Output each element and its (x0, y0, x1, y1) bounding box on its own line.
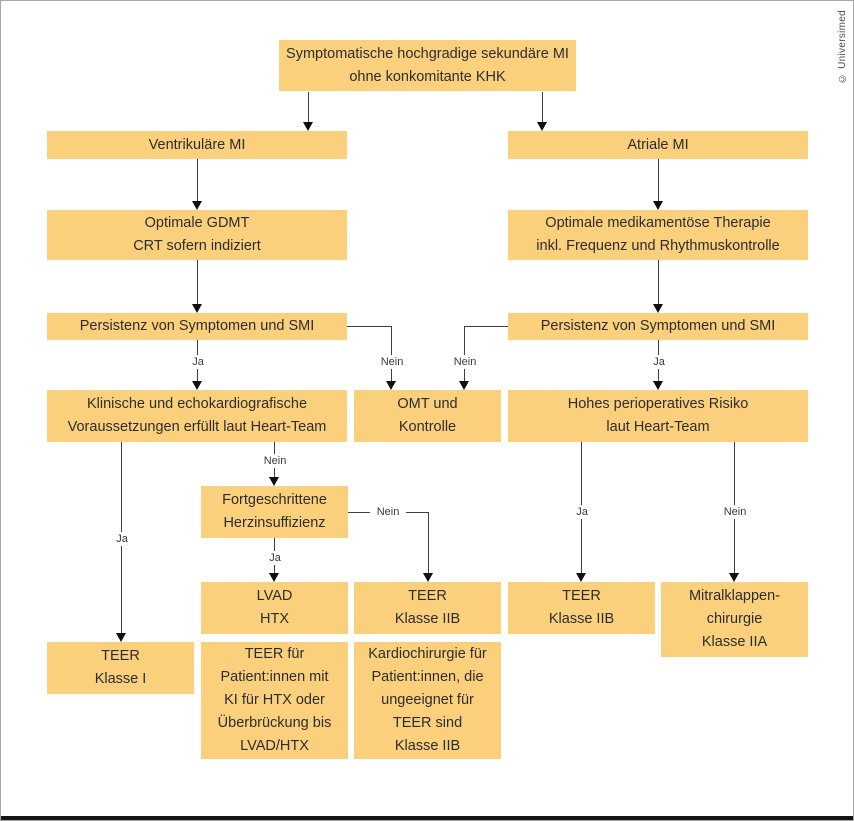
node-ventricular-mi-line1: Ventrikuläre MI (148, 136, 246, 153)
edge-label-ja: Ja (109, 532, 135, 546)
connector-medtherapy-persistence (658, 260, 659, 305)
node-medical-therapy-line2: inkl. Frequenz und Rhythmuskontrolle (536, 238, 780, 254)
arrowhead-down-icon (423, 573, 433, 582)
node-teer-for-patients-line3: KI für HTX oder (224, 692, 325, 708)
arrowhead-down-icon (192, 201, 202, 210)
node-teer-for-patients-line4: Überbrückung bis (217, 715, 332, 731)
node-lvad-htx-line1: LVAD (256, 588, 293, 604)
arrowhead-down-icon (269, 477, 279, 486)
node-teer-for-patients: TEER für Patient:innen mit KI für HTX od… (201, 642, 348, 759)
edge-label-nein: Nein (258, 454, 292, 468)
node-persistence-right: Persistenz von Symptomen und SMI (508, 313, 808, 340)
arrowhead-down-icon (386, 381, 396, 390)
arrowhead-down-icon (537, 122, 547, 131)
arrowhead-down-icon (576, 573, 586, 582)
node-teer-i-line2: Klasse I (94, 671, 147, 687)
node-teer-iib-mid-line2: Klasse IIB (394, 611, 461, 627)
node-ventricular-mi: Ventrikuläre MI (47, 131, 347, 159)
connector-persistence-right-nein-h (464, 326, 508, 327)
arrowhead-down-icon (653, 304, 663, 313)
node-clinical-criteria-line1: Klinische und echokardiografische (86, 396, 308, 412)
node-gdmt: Optimale GDMT CRT sofern indiziert (47, 210, 347, 260)
node-atrial-mi-line1: Atriale MI (627, 136, 689, 153)
node-advanced-hf: Fortgeschrittene Herzinsuffizienz (201, 486, 348, 538)
node-medical-therapy: Optimale medikamentöse Therapie inkl. Fr… (508, 210, 808, 260)
node-omt-control: OMT und Kontrolle (354, 390, 501, 442)
node-teer-iib-right: TEER Klasse IIB (508, 582, 655, 634)
node-persistence-left-line1: Persistenz von Symptomen und SMI (79, 318, 315, 334)
connector-ventricular-gdmt (197, 159, 198, 201)
connector-persistence-left-nein-v (391, 326, 392, 381)
edge-label-nein: Nein (375, 355, 409, 369)
node-mv-surgery: Mitralklappen- chirurgie Klasse IIA (661, 582, 808, 657)
connector-root-atrial (542, 92, 543, 123)
node-high-risk-line2: laut Heart-Team (606, 419, 710, 435)
node-cardiac-surgery-line2: Patient:innen, die (371, 669, 484, 685)
node-cardiac-surgery: Kardiochirurgie für Patient:innen, die u… (354, 642, 501, 759)
node-cardiac-surgery-line5: Klasse IIB (394, 738, 461, 754)
edge-label-ja: Ja (569, 505, 595, 519)
edge-label-ja: Ja (262, 551, 288, 565)
node-teer-i-line1: TEER (101, 648, 140, 664)
arrowhead-down-icon (459, 381, 469, 390)
node-medical-therapy-line1: Optimale medikamentöse Therapie (545, 215, 771, 231)
edge-label-ja: Ja (646, 355, 672, 369)
node-omt-control-line1: OMT und (397, 396, 458, 412)
bottom-border-bar (1, 816, 853, 820)
node-lvad-htx-line2: HTX (260, 611, 289, 627)
connector-atrial-medtherapy (658, 159, 659, 201)
node-teer-iib-mid-line1: TEER (408, 588, 447, 604)
arrowhead-down-icon (269, 573, 279, 582)
arrowhead-down-icon (192, 381, 202, 390)
node-clinical-criteria-line2: Voraussetzungen erfüllt laut Heart-Team (67, 419, 327, 435)
node-cardiac-surgery-line4: TEER sind (392, 715, 463, 731)
arrowhead-down-icon (116, 633, 126, 642)
connector-advancedhf-nein-v (428, 512, 429, 573)
node-atrial-mi: Atriale MI (508, 131, 808, 159)
edge-label-nein: Nein (718, 505, 752, 519)
node-cardiac-surgery-line1: Kardiochirurgie für (368, 646, 487, 662)
node-advanced-hf-line2: Herzinsuffizienz (223, 515, 326, 531)
arrowhead-down-icon (729, 573, 739, 582)
node-cardiac-surgery-line3: ungeeignet für (381, 692, 474, 708)
node-persistence-right-line1: Persistenz von Symptomen und SMI (540, 318, 776, 334)
connector-root-ventricular (308, 92, 309, 123)
node-root-line1: Symptomatische hochgradige sekundäre MI (286, 45, 569, 62)
connector-persistence-right-nein-v (464, 326, 465, 381)
node-advanced-hf-line1: Fortgeschrittene (222, 492, 327, 508)
connector-persistence-left-nein-h (347, 326, 391, 327)
edge-label-nein: Nein (448, 355, 482, 369)
node-teer-for-patients-line5: LVAD/HTX (240, 738, 309, 754)
connector-gdmt-persistence (197, 260, 198, 305)
node-teer-iib-mid: TEER Klasse IIB (354, 582, 501, 634)
node-teer-iib-right-line2: Klasse IIB (548, 611, 615, 627)
node-clinical-criteria: Klinische und echokardiografische Voraus… (47, 390, 347, 442)
node-root-line2: ohne konkomitante KHK (349, 68, 506, 85)
node-mv-surgery-line3: Klasse IIA (701, 634, 768, 650)
arrowhead-down-icon (653, 201, 663, 210)
node-teer-for-patients-line1: TEER für (244, 646, 305, 662)
node-high-risk-line1: Hohes perioperatives Risiko (567, 396, 749, 412)
edge-label-nein: Nein (370, 505, 406, 519)
node-persistence-left: Persistenz von Symptomen und SMI (47, 313, 347, 340)
node-teer-for-patients-line2: Patient:innen mit (220, 669, 329, 685)
node-gdmt-line1: Optimale GDMT (144, 215, 250, 231)
arrowhead-down-icon (653, 381, 663, 390)
node-high-risk: Hohes perioperatives Risiko laut Heart-T… (508, 390, 808, 442)
node-lvad-htx: LVAD HTX (201, 582, 348, 634)
arrowhead-down-icon (303, 122, 313, 131)
node-omt-control-line2: Kontrolle (398, 419, 457, 435)
node-teer-iib-right-line1: TEER (562, 588, 601, 604)
node-mv-surgery-line2: chirurgie (706, 611, 763, 627)
node-mv-surgery-line1: Mitralklappen- (688, 588, 781, 604)
node-root: Symptomatische hochgradige sekundäre MI … (279, 40, 576, 91)
arrowhead-down-icon (192, 304, 202, 313)
node-gdmt-line2: CRT sofern indiziert (133, 238, 261, 254)
node-teer-i: TEER Klasse I (47, 642, 194, 694)
edge-label-ja: Ja (185, 355, 211, 369)
copyright-credit: © Universimed (837, 10, 848, 84)
